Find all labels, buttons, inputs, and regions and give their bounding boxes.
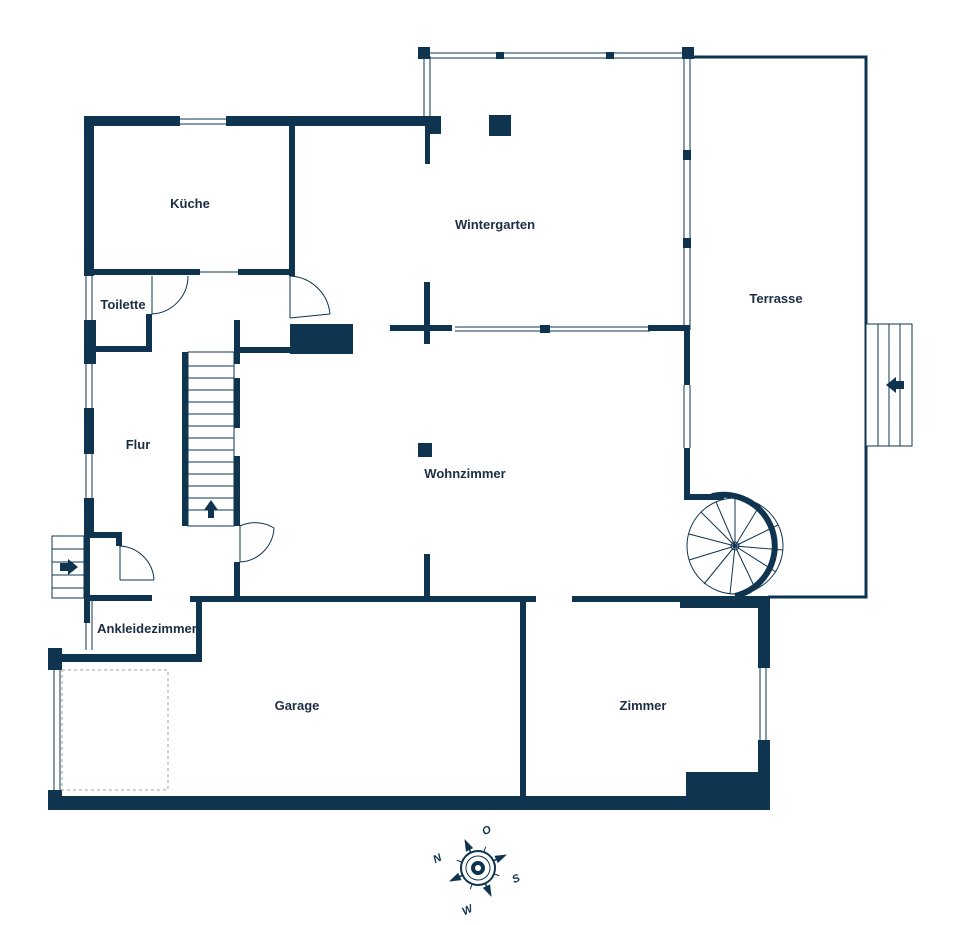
garage-door-outline	[61, 669, 169, 791]
entrance-arrow-icon	[886, 377, 904, 393]
wintergarten-corner-posts	[418, 47, 694, 457]
windows	[53, 118, 767, 790]
terrace-outline	[688, 55, 868, 599]
room-label-ankleidezimmer: Ankleidezimmer	[97, 621, 197, 636]
column	[489, 115, 511, 136]
room-label-terrasse: Terrasse	[749, 291, 802, 306]
entrance-arrow-icon	[60, 559, 78, 575]
room-labels: Küche Toilette Flur Wintergarten Terrass…	[97, 196, 802, 713]
compass-rose-icon	[448, 838, 508, 898]
spiral-staircase	[686, 491, 784, 599]
compass-east: O	[480, 823, 493, 838]
room-label-kueche: Küche	[170, 196, 210, 211]
wintergarten-glass	[423, 52, 691, 332]
room-label-flur: Flur	[126, 437, 151, 452]
compass-south: S	[510, 872, 522, 886]
column	[418, 443, 432, 457]
room-label-garage: Garage	[275, 698, 320, 713]
room-label-wintergarten: Wintergarten	[455, 217, 535, 232]
room-label-zimmer: Zimmer	[620, 698, 667, 713]
walls	[48, 116, 770, 810]
doors	[119, 271, 331, 581]
stair-direction-arrow-icon	[204, 500, 218, 518]
room-label-toilette: Toilette	[100, 297, 145, 312]
staircase	[187, 351, 235, 527]
compass-north: N	[431, 851, 444, 866]
compass-west: W	[460, 902, 476, 918]
room-label-wohnzimmer: Wohnzimmer	[424, 466, 505, 481]
